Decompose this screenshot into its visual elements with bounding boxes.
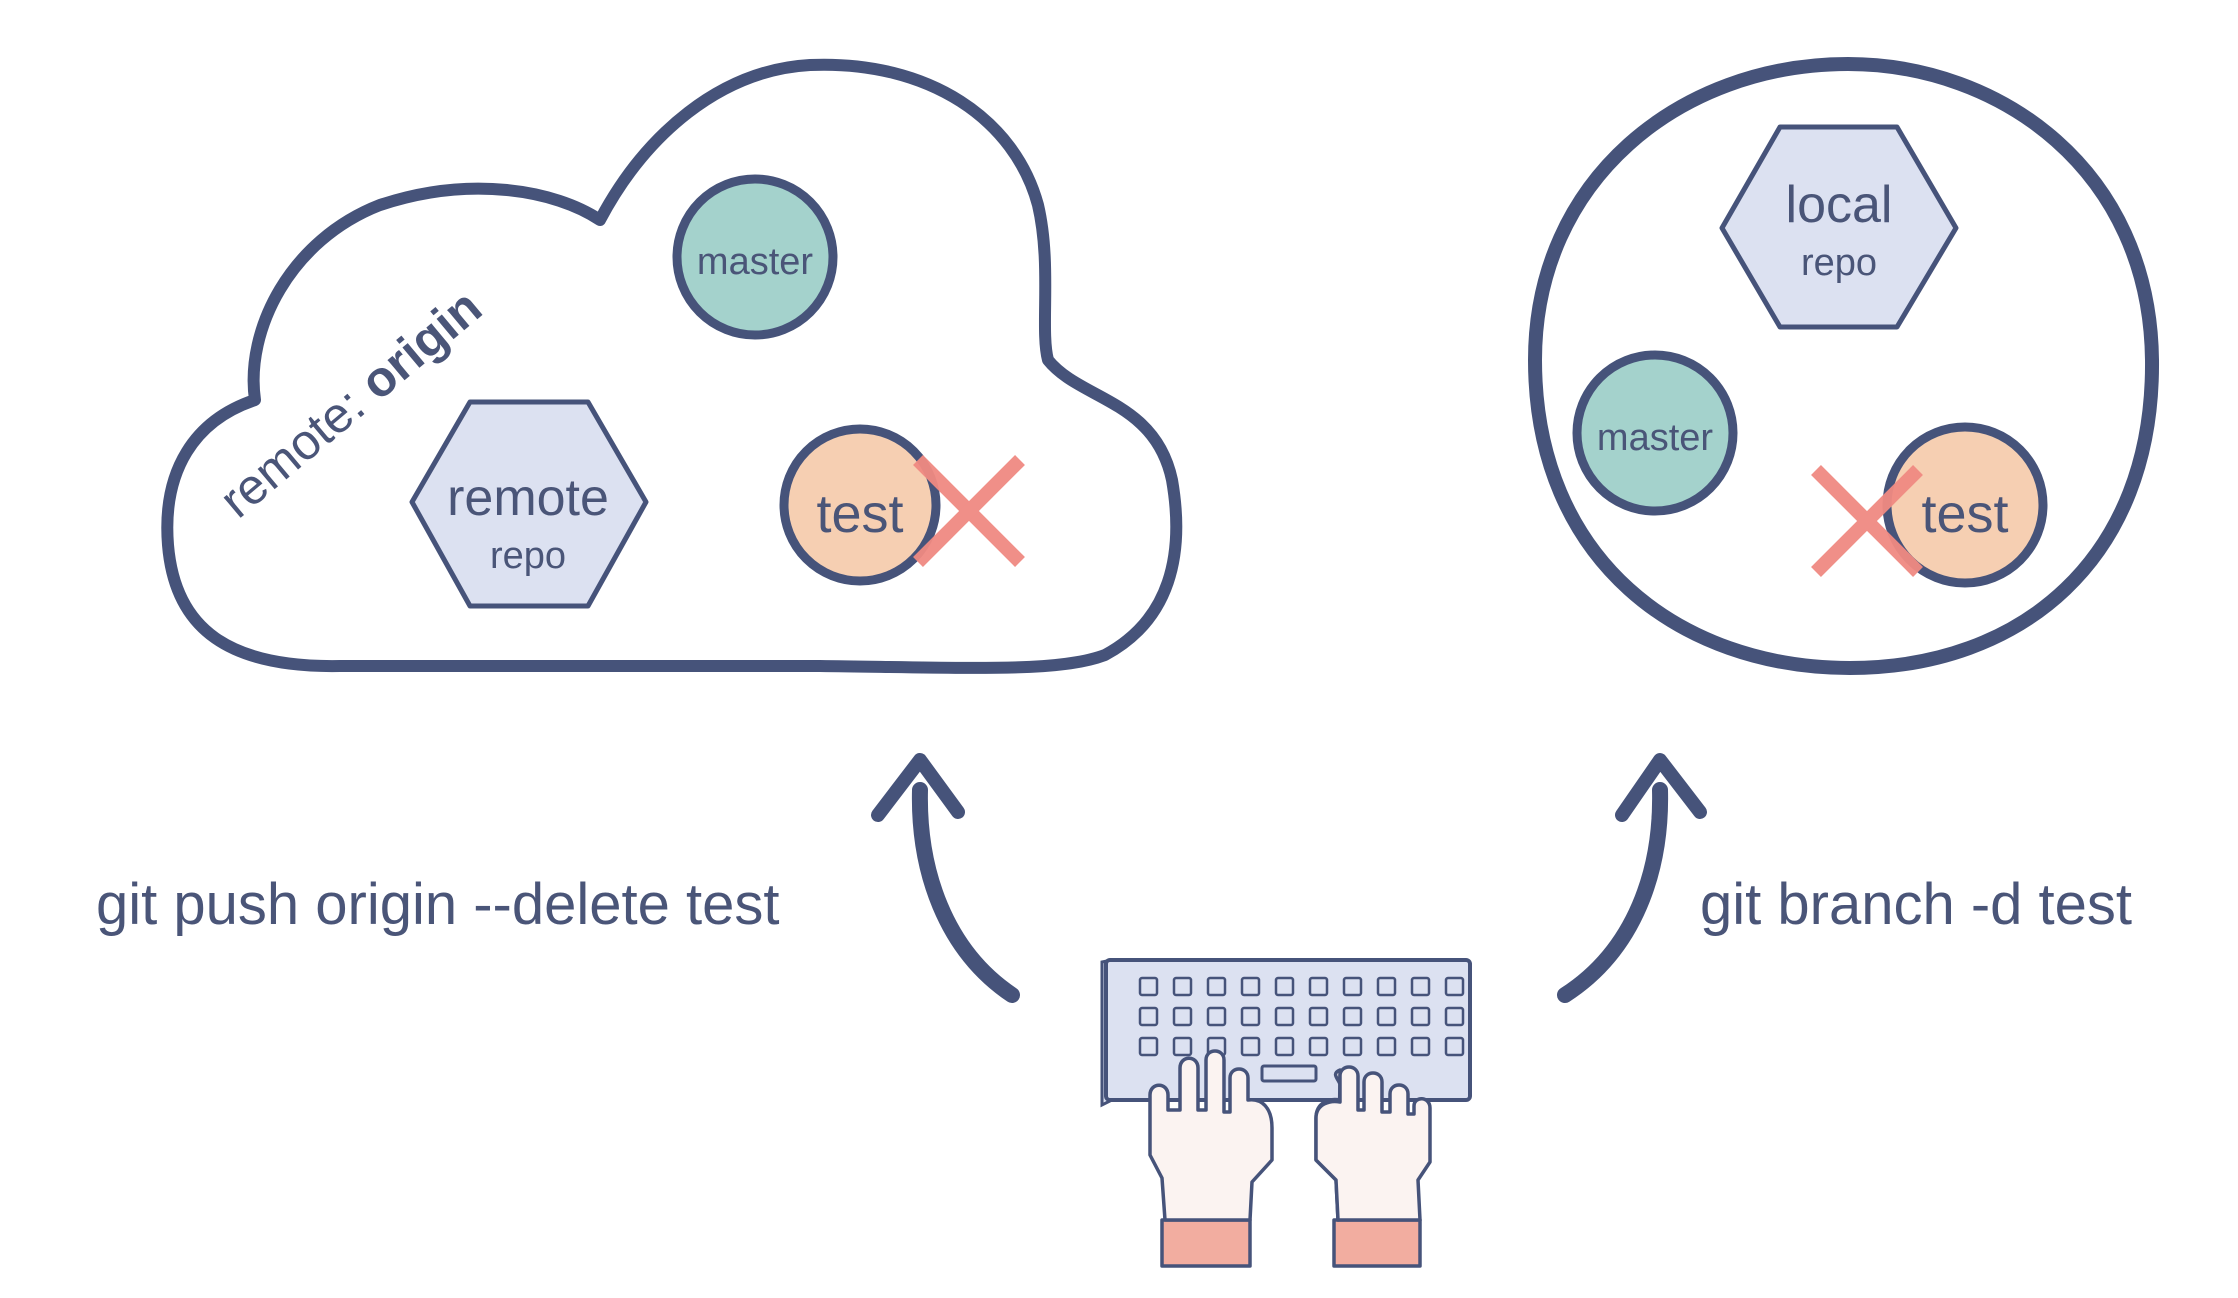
remote-master-circle <box>672 174 838 340</box>
keyboard-key <box>1410 976 1431 997</box>
local-test-delete-mark-icon <box>1811 465 1923 577</box>
keyboard-icon <box>1100 958 1472 1108</box>
local-master-circle <box>1572 350 1738 516</box>
keyboard-spacebar <box>1260 1064 1318 1083</box>
keyboard-key <box>1274 976 1295 997</box>
keyboard-key <box>1376 1036 1397 1057</box>
keyboard-key <box>1138 1036 1159 1057</box>
remote-arrow-icon <box>871 753 1020 1003</box>
keyboard-key <box>1172 976 1193 997</box>
remote-test-delete-mark-icon <box>913 455 1025 567</box>
local-master-label: master <box>1597 417 1713 459</box>
left-sleeve <box>1160 1218 1252 1268</box>
remote-delete-command: git push origin --delete test <box>96 872 779 937</box>
remote-test-circle <box>779 424 941 586</box>
local-repo-hexagon <box>1719 124 1959 330</box>
local-repo-subtitle: repo <box>1801 242 1877 284</box>
keyboard-key <box>1240 1036 1261 1057</box>
remote-master-label: master <box>697 241 813 283</box>
keyboard-key <box>1206 1006 1227 1027</box>
keyboard-key <box>1172 1006 1193 1027</box>
keyboard-key <box>1444 1036 1465 1057</box>
local-branch-test: test <box>1811 422 2048 588</box>
keyboard-key <box>1444 976 1465 997</box>
keyboard-key <box>1274 1006 1295 1027</box>
keyboard-key <box>1308 1036 1329 1057</box>
right-hand-icon <box>1314 1065 1432 1268</box>
local-repo: local repo <box>1719 124 1959 330</box>
keyboard-key <box>1240 1006 1261 1027</box>
keyboard-key <box>1308 1006 1329 1027</box>
keyboard-key <box>1342 1036 1363 1057</box>
remote-repo-hexagon <box>409 399 649 609</box>
keyboard-key <box>1376 976 1397 997</box>
remote-test-label: test <box>816 484 903 544</box>
local-repo-title: local <box>1786 176 1893 234</box>
right-sleeve <box>1332 1218 1422 1268</box>
keyboard-key <box>1342 976 1363 997</box>
remote-cloud: remote: origin remote repo master test <box>161 58 1183 674</box>
remote-repo-title: remote <box>447 469 609 527</box>
keyboard-key <box>1308 976 1329 997</box>
local-arrow-icon <box>1557 753 1707 1003</box>
keyboard-key <box>1342 1006 1363 1027</box>
local-test-label: test <box>1921 484 2008 544</box>
keyboard-key <box>1138 1006 1159 1027</box>
keyboard-key <box>1138 976 1159 997</box>
remote-repo-subtitle: repo <box>490 535 566 577</box>
remote-branch-test: test <box>779 424 1025 586</box>
keyboard-key <box>1376 1006 1397 1027</box>
keyboard-key <box>1206 976 1227 997</box>
keyboard-key <box>1410 1006 1431 1027</box>
remote-repo: remote repo <box>409 399 649 609</box>
keyboard-key <box>1410 1036 1431 1057</box>
keyboard-key <box>1444 1006 1465 1027</box>
keyboard-keys <box>1138 976 1465 1057</box>
remote-branch-master: master <box>672 174 838 340</box>
keyboard-key <box>1240 976 1261 997</box>
cloud-outline <box>161 58 1183 674</box>
keyboard-key <box>1172 1036 1193 1057</box>
local-area: local repo master test <box>1528 57 2160 675</box>
keyboard-key <box>1274 1036 1295 1057</box>
local-branch-master: master <box>1572 350 1738 516</box>
left-hand-icon <box>1148 1049 1274 1268</box>
local-delete-command: git branch -d test <box>1700 872 2132 937</box>
